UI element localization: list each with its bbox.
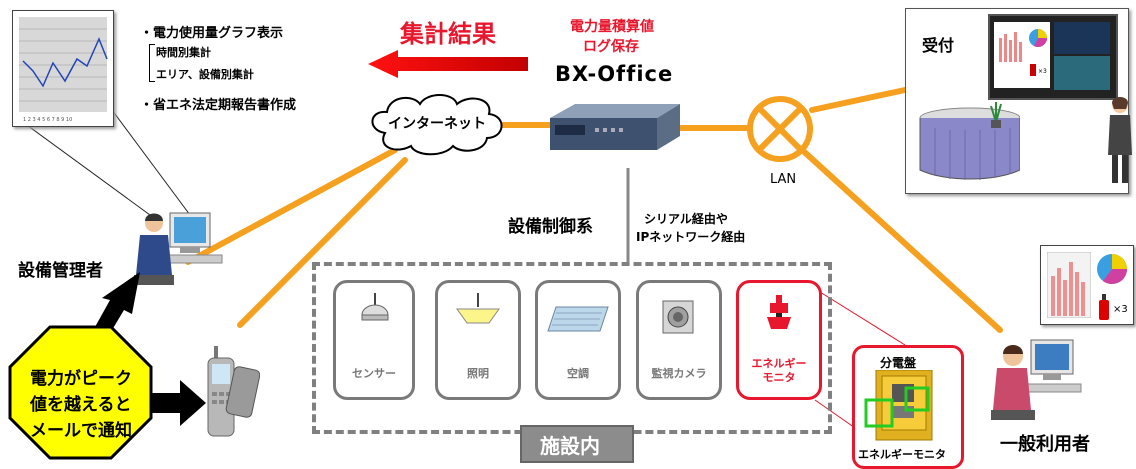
multiplier-label: ×3 bbox=[1113, 304, 1128, 315]
panel-title: 分電盤 bbox=[880, 356, 917, 370]
internet-label: インターネット bbox=[388, 116, 486, 132]
energy-monitor-label: エネルギー モニタ bbox=[751, 357, 807, 384]
feature-report: ・省エネ法定期報告書作成 bbox=[140, 98, 297, 113]
feature-bracket bbox=[149, 44, 155, 82]
sensor-icon bbox=[361, 293, 389, 321]
camera-label: 監視カメラ bbox=[651, 367, 707, 380]
alert-octagon bbox=[8, 325, 153, 460]
user-bar-chart-icon bbox=[1047, 252, 1091, 318]
distribution-panel-icon bbox=[864, 370, 933, 441]
reception-display: ×3 bbox=[988, 14, 1118, 100]
feature-graph-display: ・電力使用量グラフ表示 bbox=[140, 26, 284, 41]
energy-monitor-icon bbox=[767, 295, 791, 329]
device-camera[interactable]: 監視カメラ bbox=[636, 280, 722, 400]
camera-icon bbox=[662, 300, 694, 334]
lan-hub-icon bbox=[747, 96, 813, 162]
extinguisher-icon bbox=[1099, 294, 1109, 320]
aircon-icon bbox=[547, 306, 609, 332]
mobile-phone-icon bbox=[207, 346, 260, 437]
result-arrow-icon bbox=[368, 50, 528, 78]
internet-cloud-icon bbox=[371, 94, 503, 156]
facility-admin-icon bbox=[134, 212, 223, 285]
plant-icon bbox=[990, 102, 1002, 128]
pie-chart-icon bbox=[1029, 29, 1047, 47]
line-graph-icon: 1 2 3 4 5 6 7 8 9 10 bbox=[19, 17, 108, 123]
lighting-label: 照明 bbox=[467, 367, 489, 380]
feature-area: エリア、設備別集計 bbox=[156, 68, 254, 81]
lan-label: LAN bbox=[770, 172, 797, 187]
light-fixture-icon bbox=[456, 293, 500, 324]
sensor-label: センサー bbox=[352, 367, 396, 380]
server-log-line1: 電力量積算値 bbox=[570, 19, 654, 35]
general-user-icon bbox=[991, 339, 1082, 420]
server-name: BX-Office bbox=[555, 62, 674, 86]
bar-chart-icon bbox=[999, 32, 1022, 62]
facility-label: 施設内 bbox=[540, 434, 600, 458]
facility-label-box bbox=[520, 425, 634, 463]
control-label: 設備制御系 bbox=[508, 217, 593, 237]
panel-caption: エネルギーモニタ bbox=[858, 448, 946, 461]
server-appliance-icon bbox=[550, 104, 680, 150]
device-lighting[interactable]: 照明 bbox=[435, 280, 521, 400]
right-arrow-icon bbox=[150, 380, 206, 426]
device-sensor[interactable]: センサー bbox=[333, 280, 415, 400]
alert-line3: メールで通知 bbox=[30, 421, 132, 441]
user-graph-card: ×3 bbox=[1040, 245, 1134, 325]
multiplier-small: ×3 bbox=[1038, 68, 1047, 75]
alert-line1: 電力がピーク bbox=[30, 369, 132, 389]
up-arrow-icon bbox=[90, 272, 140, 340]
svg-text:1 2 3 4 5 6 7 8 9 10: 1 2 3 4 5 6 7 8 9 10 bbox=[23, 117, 72, 123]
alert-line2: 値を越えると bbox=[30, 395, 132, 415]
receptionist-icon bbox=[1108, 97, 1132, 183]
usage-graph-card: 1 2 3 4 5 6 7 8 9 10 bbox=[12, 10, 114, 127]
device-aircon[interactable]: 空調 bbox=[535, 280, 621, 400]
reception-label: 受付 bbox=[922, 36, 955, 55]
aircon-label: 空調 bbox=[567, 367, 589, 380]
control-note-line1: シリアル経由や bbox=[644, 212, 728, 226]
device-energy-monitor[interactable]: エネルギー モニタ bbox=[736, 280, 822, 400]
feature-hourly: 時間別集計 bbox=[156, 46, 211, 59]
result-label: 集計結果 bbox=[400, 20, 496, 48]
user-label: 一般利用者 bbox=[1000, 434, 1090, 455]
control-note-line2: IPネットワーク経由 bbox=[636, 230, 746, 244]
admin-label: 設備管理者 bbox=[18, 261, 103, 281]
server-log-line2: ログ保存 bbox=[583, 39, 639, 55]
user-pie-chart-icon bbox=[1097, 254, 1127, 284]
